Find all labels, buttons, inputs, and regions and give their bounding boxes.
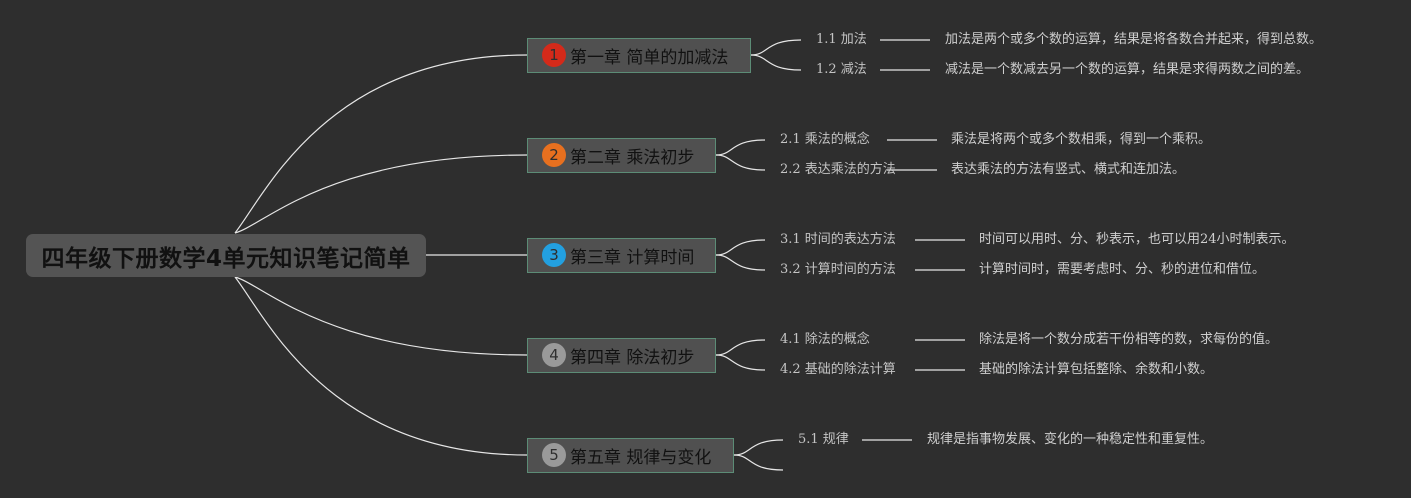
root-connector-4 <box>234 276 528 356</box>
chapter-number-badge: 4 <box>542 343 566 367</box>
chapter-2-branch-1 <box>715 139 766 156</box>
topic-description[interactable]: 基础的除法计算包括整除、余数和小数。 <box>979 362 1214 377</box>
chapter-title: 第四章 除法初步 <box>570 347 695 368</box>
chapter-title: 第一章 简单的加减法 <box>570 47 729 68</box>
chapter-number-badge: 3 <box>542 243 566 267</box>
chapter-5-branch-2 <box>733 454 784 471</box>
chapter-1-branch-1 <box>750 39 802 56</box>
topic-label[interactable]: 3.1 时间的表达方法 <box>780 232 896 247</box>
chapter-number-badge: 1 <box>542 43 566 67</box>
chapter-3-branch-1 <box>715 239 766 256</box>
topic-description[interactable]: 表达乘法的方法有竖式、横式和连加法。 <box>951 162 1186 177</box>
chapter-5-branch-1 <box>733 439 784 456</box>
topic-label[interactable]: 2.1 乘法的概念 <box>780 132 870 147</box>
topic-description[interactable]: 计算时间时，需要考虑时、分、秒的进位和借位。 <box>979 262 1266 277</box>
chapter-title: 第三章 计算时间 <box>570 247 695 268</box>
chapter-4-branch-1 <box>715 339 766 356</box>
topic-label[interactable]: 4.2 基础的除法计算 <box>780 362 896 377</box>
root-connector-5 <box>234 276 528 456</box>
topic-label[interactable]: 5.1 规律 <box>798 432 849 447</box>
root-connector-2 <box>234 154 528 234</box>
topic-description[interactable]: 乘法是将两个或多个数相乘，得到一个乘积。 <box>951 132 1212 147</box>
topic-description[interactable]: 加法是两个或多个数的运算，结果是将各数合并起来，得到总数。 <box>945 32 1323 47</box>
topic-label[interactable]: 1.2 减法 <box>816 62 867 77</box>
topic-description[interactable]: 规律是指事物发展、变化的一种稳定性和重复性。 <box>927 432 1214 447</box>
topic-label[interactable]: 3.2 计算时间的方法 <box>780 262 896 277</box>
topic-description[interactable]: 减法是一个数减去另一个数的运算，结果是求得两数之间的差。 <box>945 62 1310 77</box>
topic-label[interactable]: 4.1 除法的概念 <box>780 332 870 347</box>
chapter-3-branch-2 <box>715 254 766 271</box>
chapter-4-branch-2 <box>715 354 766 371</box>
topic-label[interactable]: 1.1 加法 <box>816 32 867 47</box>
topic-description[interactable]: 时间可以用时、分、秒表示，也可以用24小时制表示。 <box>979 232 1295 247</box>
chapter-number-badge: 5 <box>542 443 566 467</box>
chapter-1-branch-2 <box>750 54 802 71</box>
chapter-title: 第二章 乘法初步 <box>570 147 695 168</box>
topic-description[interactable]: 除法是将一个数分成若干份相等的数，求每份的值。 <box>979 332 1279 347</box>
chapter-title: 第五章 规律与变化 <box>570 447 712 468</box>
root-topic[interactable]: 四年级下册数学4单元知识笔记简单 <box>26 234 426 277</box>
root-connector-1 <box>234 54 528 234</box>
chapter-number-badge: 2 <box>542 143 566 167</box>
chapter-2-branch-2 <box>715 154 766 171</box>
topic-label[interactable]: 2.2 表达乘法的方法 <box>780 162 896 177</box>
